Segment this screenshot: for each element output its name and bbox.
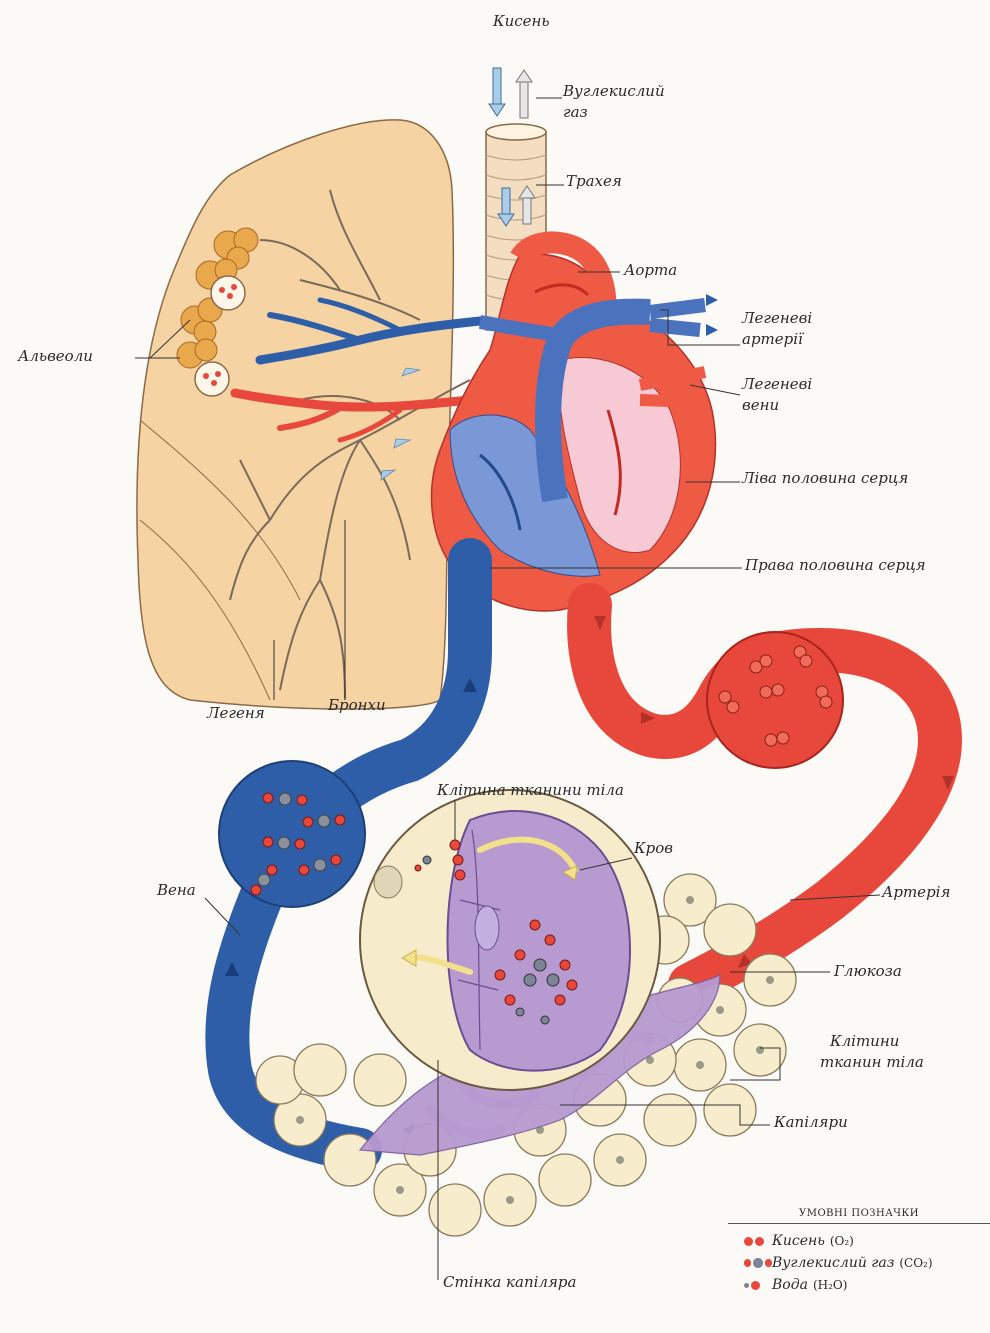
label-trachea: Трахея [566,173,622,190]
label-pulmonary-veins-2: вени [742,397,779,414]
label-artery: Артерія [882,884,950,901]
legend: УМОВНІ ПОЗНАЧКИ Кисень (O₂) Вуглекислий … [728,1208,990,1296]
label-pulmonary-arteries-2: артерії [742,331,803,348]
label-tissue-cells: Клітини [830,1033,899,1050]
label-co2-top-2: газ [563,104,588,121]
label-oxygen-top: Кисень [493,13,550,30]
label-blood: Кров [634,840,673,857]
alveolus-magnified [211,276,245,310]
label-aorta: Аорта [624,262,677,279]
legend-item-formula: (CO₂) [899,1256,932,1270]
label-tissue-cells-2: тканин тіла [820,1054,924,1071]
oxygen-molecule-icon [728,1237,772,1246]
label-pulmonary-veins: Легеневі [742,376,812,393]
legend-item-label: Вода [772,1277,808,1293]
oxygen-arrow-down [489,68,505,116]
vein-magnified [219,761,365,907]
legend-item-water: Вода (H₂O) [728,1274,990,1296]
water-molecule-icon [728,1281,772,1290]
co2-arrow-up [516,70,532,118]
label-lung: Легеня [207,705,265,722]
label-pulmonary-arteries: Легеневі [742,310,812,327]
legend-item-co2: Вуглекислий газ (CO₂) [728,1252,990,1274]
label-capillaries: Капіляри [774,1114,848,1131]
tissue-cell-nucleus [374,866,402,898]
label-right-heart: Права половина серця [745,557,926,574]
legend-item-oxygen: Кисень (O₂) [728,1230,990,1252]
label-vein: Вена [157,882,196,899]
cell-nucleus [475,906,499,950]
label-glucose: Глюкоза [834,963,902,980]
label-co2-top: Вуглекислий [563,83,665,100]
label-bronchi: Бронхи [328,697,386,714]
legend-item-formula: (O₂) [830,1234,854,1248]
label-alveoli: Альвеоли [18,348,93,365]
legend-item-label: Кисень [772,1233,825,1249]
legend-title: УМОВНІ ПОЗНАЧКИ [728,1208,990,1224]
alveolus-magnified [195,362,229,396]
legend-item-formula: (H₂O) [813,1278,847,1292]
legend-item-label: Вуглекислий газ [772,1255,894,1271]
label-capillary-wall: Стінка капіляра [443,1274,576,1291]
label-left-heart: Ліва половина серця [742,470,908,487]
co2-molecule-icon [728,1258,772,1268]
label-body-cell: Клітина тканини тіла [437,782,624,799]
